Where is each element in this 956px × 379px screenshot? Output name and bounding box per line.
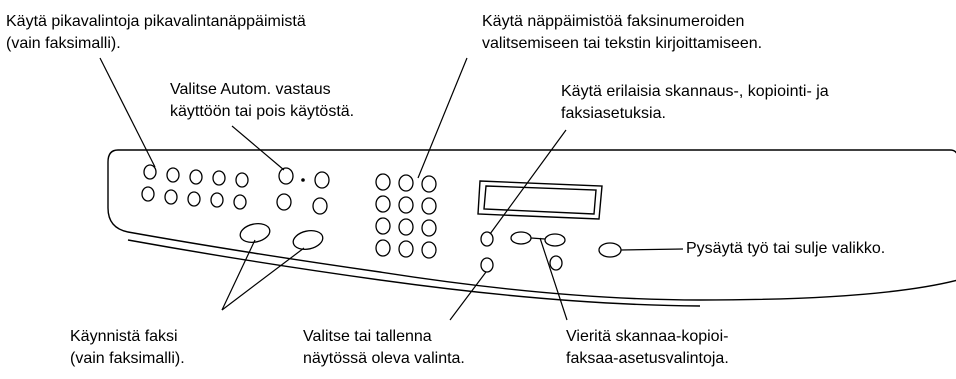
callout-scroll: Vieritä skannaa-kopioi- faksaa-asetusval… [566,326,729,370]
callout-keypad: Käytä näppäimistöä faksinumeroiden valit… [482,11,762,55]
keypad-key [375,239,391,257]
keypad-key [375,173,391,191]
callout-auto-answer: Valitse Autom. vastaus käyttöön tai pois… [170,79,354,123]
cancel-key [549,255,563,271]
panel-outline [107,149,956,301]
callout-select-save-line1: Valitse tai tallenna [303,328,432,345]
keypad-key [375,217,391,235]
speed-dial-key [233,194,247,210]
keypad-key [398,174,414,192]
leader-keypad [417,57,468,179]
callout-keypad-line2: valitsemiseen tai tekstin kirjoittamisee… [482,35,763,52]
keypad-key [375,195,391,213]
keypad-key [421,241,437,259]
leader-auto-answer [231,125,285,171]
keypad-key [421,175,437,193]
callout-scroll-line2: faksaa-asetusvalintoja. [566,350,729,367]
settings-key [480,231,494,247]
leader-start-fax-1 [221,239,256,311]
keypad-key [398,196,414,214]
function-key [314,171,330,189]
callout-speed-dial: Käytä pikavalintoja pikavalintanäppäimis… [6,11,306,55]
scroll-left-key [510,231,532,245]
leader-speed-dial [99,57,156,168]
numeric-keypad [375,173,437,259]
callout-auto-answer-line2: käyttöön tai pois käytöstä. [170,103,355,120]
keypad-key [421,197,437,215]
callout-stop: Pysäytä työ tai sulje valikko. [686,238,885,260]
callout-speed-dial-line2: (vain faksimalli). [6,35,121,52]
speed-dial-key [164,189,178,205]
speed-dial-key [212,170,226,186]
leader-scroll [539,237,568,321]
callout-start-fax: Käynnistä faksi (vain faksimalli). [70,326,185,370]
callout-stop-line1: Pysäytä työ tai sulje valikko. [686,240,886,257]
callout-settings-line2: faksiasetuksia. [561,105,666,122]
keypad-key [421,219,437,237]
lcd-display [477,180,603,220]
function-key [276,193,292,211]
function-key [312,197,328,215]
stop-key [598,242,622,258]
auto-answer-led [301,178,305,182]
callout-start-fax-line1: Käynnistä faksi [70,328,178,345]
callout-speed-dial-line1: Käytä pikavalintoja pikavalintanäppäimis… [6,13,306,30]
panel-lower-edge [127,239,701,307]
leader-settings [489,129,567,235]
speed-dial-keys [141,164,249,210]
callout-auto-answer-line1: Valitse Autom. vastaus [170,81,331,98]
callout-scroll-line1: Vieritä skannaa-kopioi- [566,328,729,345]
callout-settings: Käytä erilaisia skannaus-, kopiointi- ja… [561,81,829,125]
speed-dial-key [187,191,201,207]
callout-settings-line1: Käytä erilaisia skannaus-, kopiointi- ja [561,83,829,100]
leader-start-fax-2 [221,247,305,311]
auto-answer-key [278,167,294,185]
select-key [480,257,494,273]
leader-stop [620,248,684,251]
leader-select [449,271,487,321]
start-fax-key-right [292,230,324,250]
keypad-key [398,240,414,258]
callout-select-save-line2: näytössä oleva valinta. [303,350,465,367]
speed-dial-key [143,164,157,180]
speed-dial-key [189,169,203,185]
speed-dial-key [141,186,155,202]
start-fax-key-left [239,223,271,243]
callout-keypad-line1: Käytä näppäimistöä faksinumeroiden [482,13,745,30]
speed-dial-key [210,192,224,208]
scroll-right-key [544,233,566,247]
speed-dial-key [235,172,249,188]
callout-select-save: Valitse tai tallenna näytössä oleva vali… [303,326,465,370]
keypad-key [398,218,414,236]
speed-dial-key [166,167,180,183]
callout-start-fax-line2: (vain faksimalli). [70,350,185,367]
